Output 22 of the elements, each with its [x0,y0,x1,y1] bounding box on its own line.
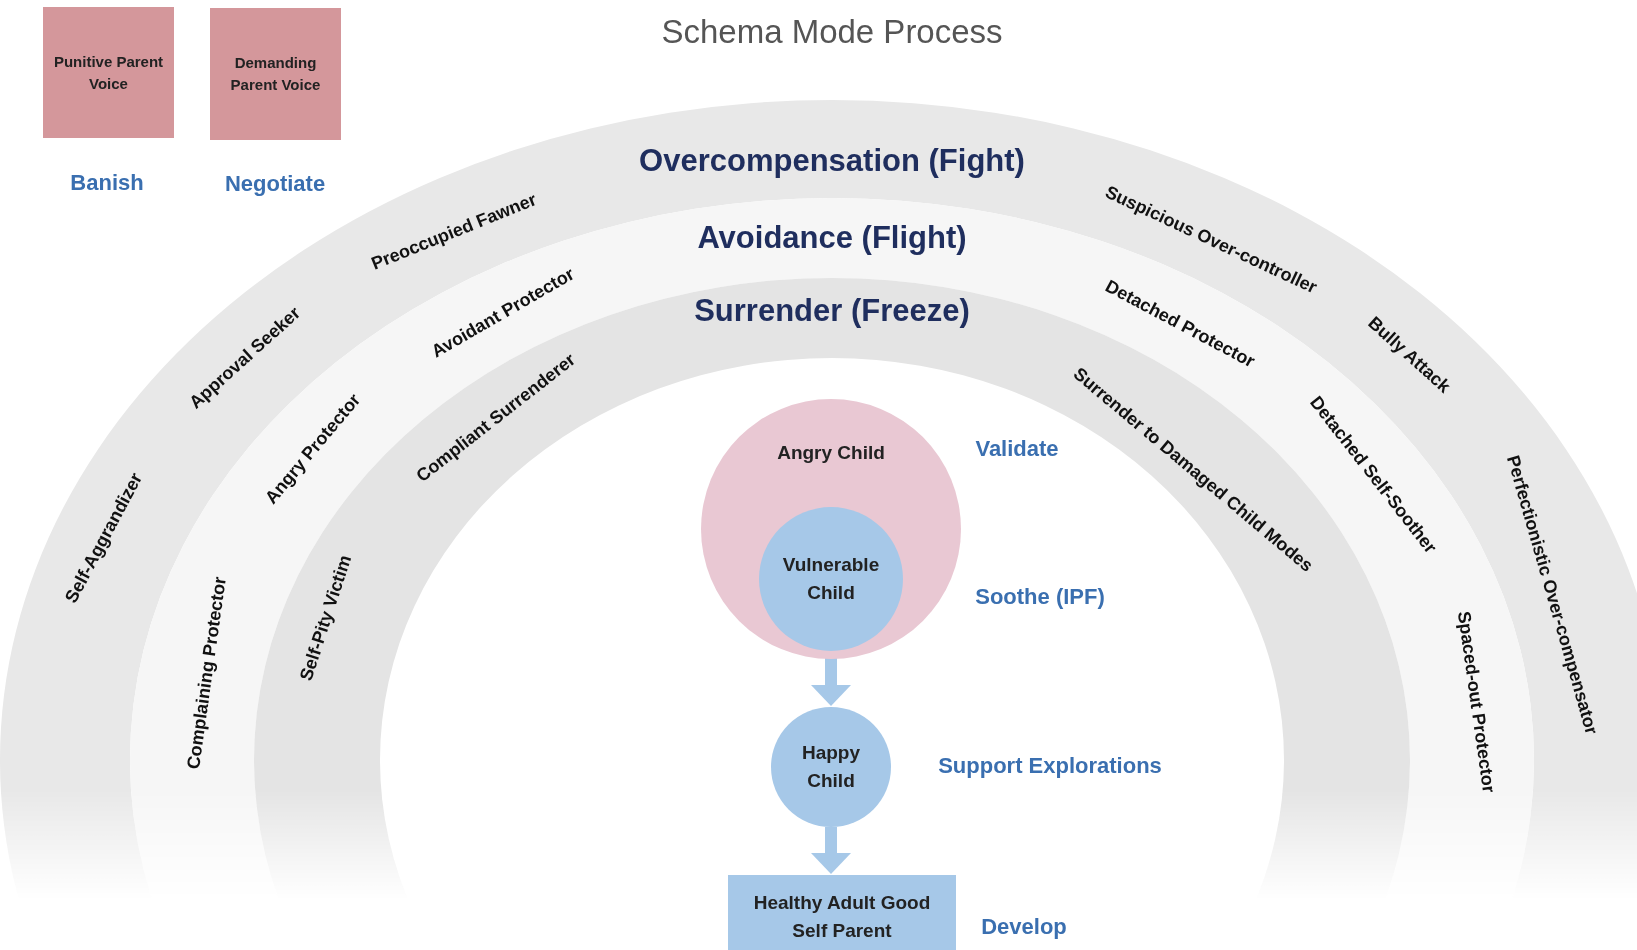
arrow [811,827,851,874]
voice-box [43,7,174,138]
node-label: Happy Child [800,741,862,793]
mode-name: Complaining Protector [183,575,231,771]
action-label: Validate [975,436,1059,462]
action-label: Develop [981,914,1067,940]
voice-box [210,8,341,140]
action-label: Banish [70,170,144,196]
band-title: Overcompensation (Fight) [639,143,1025,179]
node-label: Healthy Adult Good Self Parent [752,891,932,943]
adult-box [728,875,956,950]
node-label: Demanding Parent Voice [229,53,322,95]
action-label: Soothe (IPF) [975,584,1105,610]
title: Schema Mode Process [661,13,1003,51]
band-title: Avoidance (Flight) [697,220,967,256]
node-label: Vulnerable Child [781,553,881,605]
node-label: Angry Child [777,441,885,466]
node-label: Punitive Parent Voice [52,51,165,94]
band-title: Surrender (Freeze) [694,293,970,329]
mode-name: Spaced-out Protector [1452,609,1500,795]
action-label: Support Explorations [938,753,1162,779]
action-label: Negotiate [224,171,326,197]
